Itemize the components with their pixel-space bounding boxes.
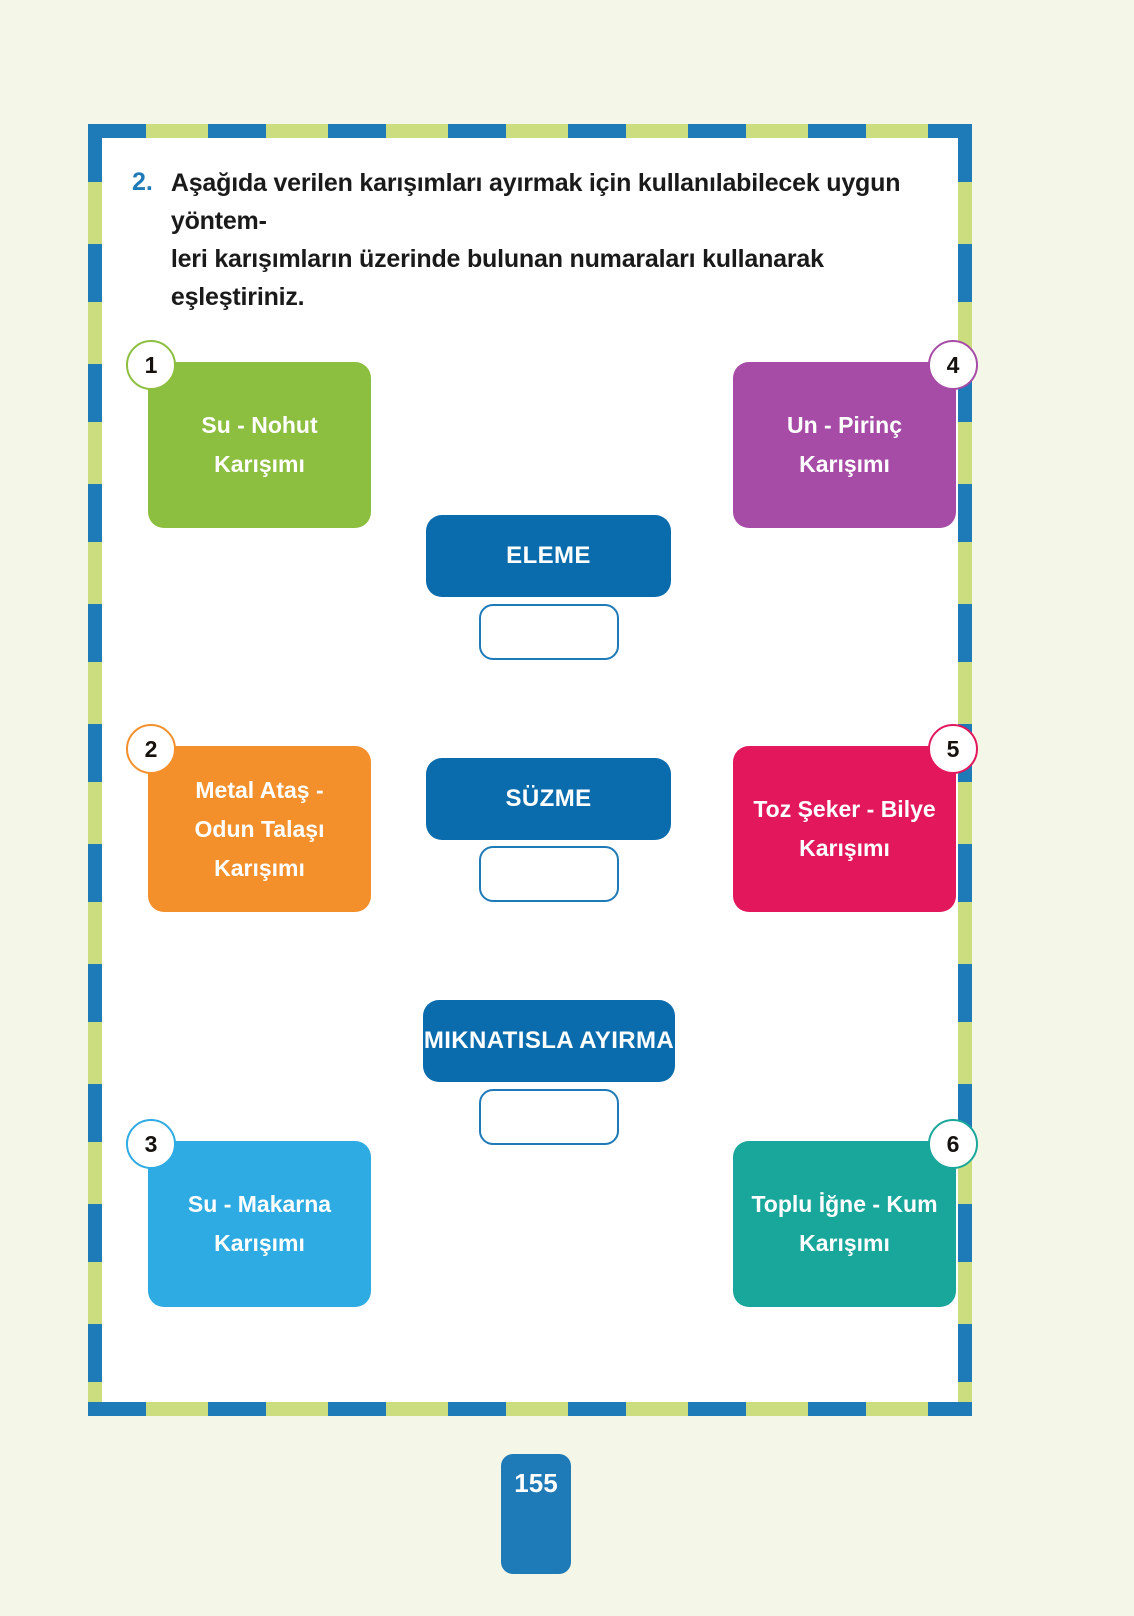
mixture-card-2[interactable]: 2 Metal Ataş - Odun Talaşı Karışımı: [126, 724, 371, 912]
mixture-label-line: Karışımı: [214, 1230, 305, 1256]
mixture-label-line: Karışımı: [799, 1230, 890, 1256]
mixture-card-6[interactable]: 6 Toplu İğne - Kum Karışımı: [733, 1119, 978, 1307]
method-label: ELEME: [506, 542, 591, 569]
mixture-badge-3: 3: [126, 1119, 176, 1169]
mixture-label-line: Odun Talaşı: [194, 815, 325, 842]
mixture-label-line: Karışımı: [214, 854, 305, 881]
answer-box-miknatisla-ayirma[interactable]: [479, 1089, 619, 1145]
mixture-badge-5: 5: [928, 724, 978, 774]
mixture-label-line: Un - Pirinç: [786, 412, 902, 438]
mixture-card-4[interactable]: 4 Un - Pirinç Karışımı: [733, 340, 978, 528]
worksheet-content: 2. Aşağıda verilen karışımları ayırmak i…: [102, 138, 978, 1402]
answer-box-suzme[interactable]: [479, 846, 619, 902]
method-label: MIKNATISLA AYIRMA: [423, 1027, 675, 1054]
mixture-badge-4: 4: [928, 340, 978, 390]
mixture-label-line: Karışımı: [799, 835, 890, 861]
mixture-label-line: Karışımı: [799, 451, 890, 477]
mixture-label-line: Toz Şeker - Bilye: [753, 796, 936, 822]
page-number: 155: [514, 1468, 558, 1498]
worksheet-frame: 2. Aşağıda verilen karışımları ayırmak i…: [88, 124, 978, 1416]
mixture-badge-1: 1: [126, 340, 176, 390]
question-line-1: Aşağıda verilen karışımları ayırmak için…: [170, 169, 901, 235]
method-label: SÜZME: [505, 785, 592, 812]
mixture-label-line: Su - Nohut: [201, 412, 318, 438]
mixture-label-line: Toplu İğne - Kum: [751, 1191, 938, 1217]
question-text: Aşağıda verilen karışımları ayırmak için…: [171, 164, 934, 316]
mixture-card-5[interactable]: 5 Toz Şeker - Bilye Karışımı: [733, 724, 978, 912]
mixture-label-line: Metal Ataş -: [195, 776, 324, 803]
method-card-suzme[interactable]: SÜZME: [426, 758, 671, 840]
answer-box-eleme[interactable]: [479, 604, 619, 660]
page-number-tab: 155: [501, 1454, 571, 1574]
mixture-label-line: Karışımı: [214, 451, 305, 477]
mixture-card-1[interactable]: 1 Su - Nohut Karışımı: [126, 340, 371, 528]
question-line-2: leri karışımların üzerinde bulunan numar…: [170, 245, 824, 311]
method-card-eleme[interactable]: ELEME: [426, 515, 671, 597]
mixture-badge-6: 6: [928, 1119, 978, 1169]
mixture-badge-2: 2: [126, 724, 176, 774]
question-heading: 2. Aşağıda verilen karışımları ayırmak i…: [132, 164, 934, 316]
method-card-miknatisla-ayirma[interactable]: MIKNATISLA AYIRMA: [423, 1000, 675, 1082]
question-number: 2.: [132, 168, 153, 196]
mixture-card-3[interactable]: 3 Su - Makarna Karışımı: [126, 1119, 371, 1307]
mixture-label-line: Su - Makarna: [187, 1191, 332, 1217]
